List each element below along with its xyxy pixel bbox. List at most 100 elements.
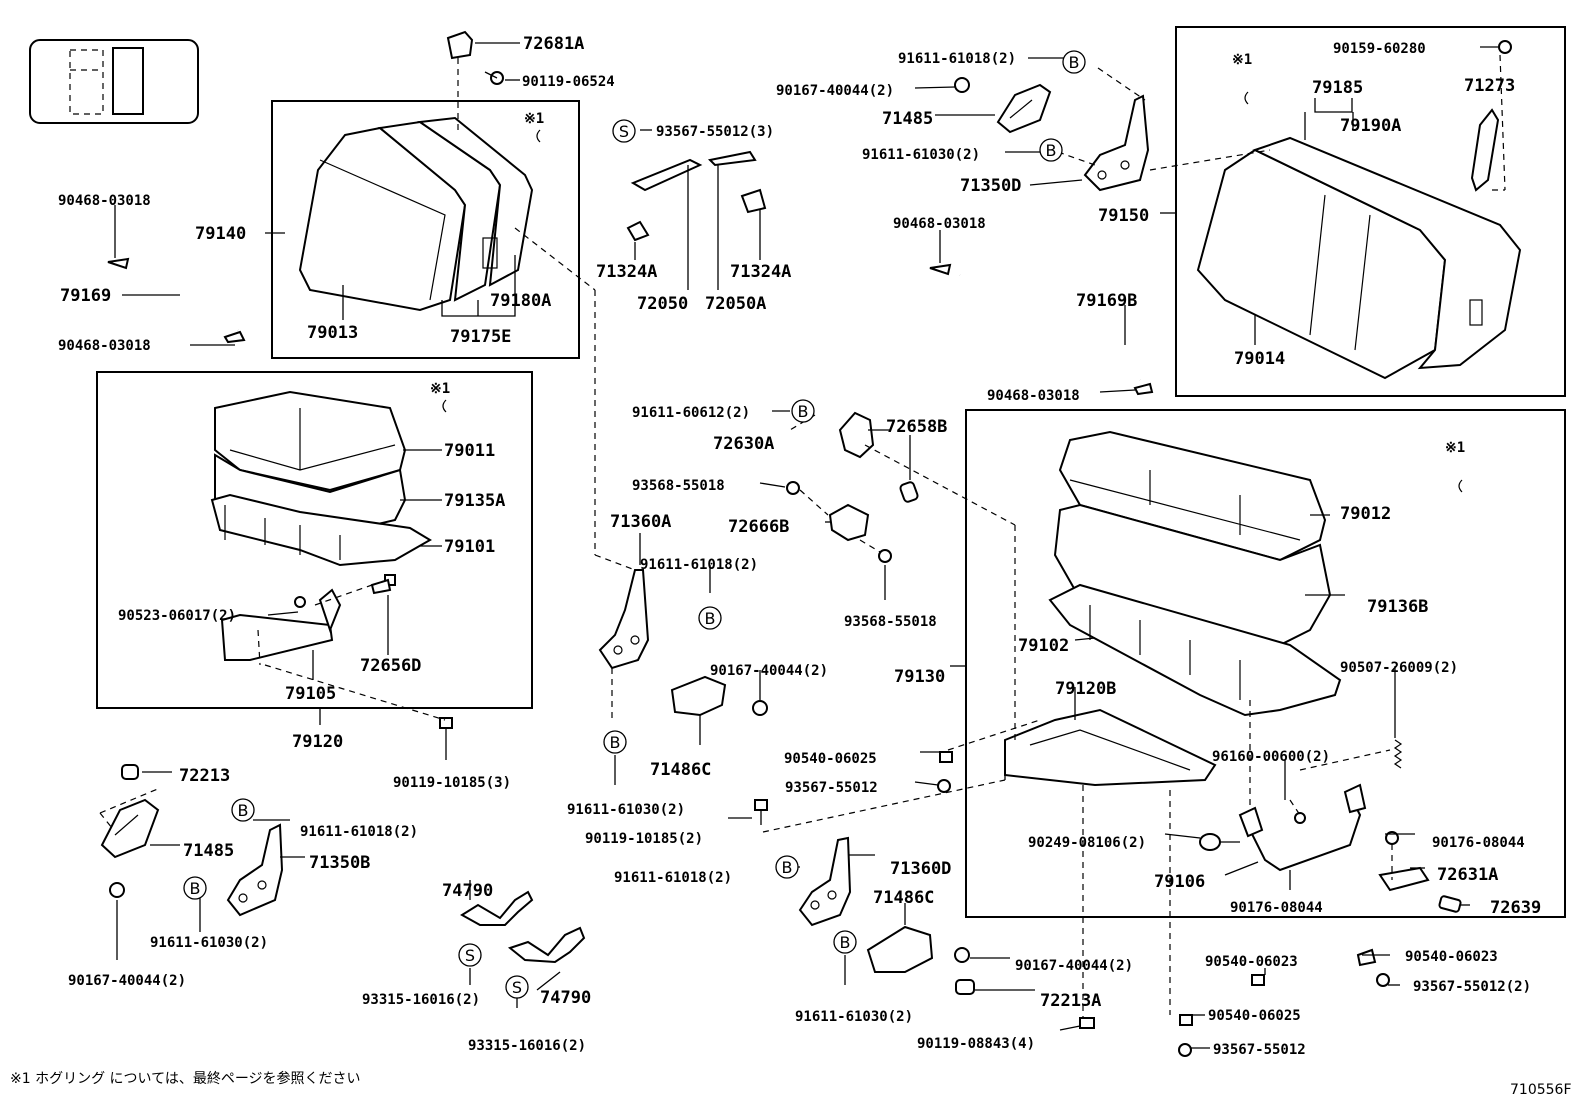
label-79140: 79140 bbox=[195, 224, 246, 244]
cushion-top-right-shape bbox=[1058, 430, 1327, 562]
label-90540-06023-a: 90540-06023 bbox=[1405, 949, 1498, 965]
bracket-74790-lower-shape bbox=[507, 926, 586, 964]
label-90468-03018-c: 90468-03018 bbox=[893, 216, 986, 232]
label-71324A-b: 71324A bbox=[730, 262, 791, 282]
label-90119-08843: 90119-08843(4) bbox=[917, 1036, 1035, 1052]
label-90167-40044-top: 90167-40044(2) bbox=[776, 83, 894, 99]
label-72213A: 72213A bbox=[1040, 991, 1101, 1011]
svg-text:※1: ※1 bbox=[1232, 52, 1252, 68]
label-93567-55012-2: 93567-55012(2) bbox=[1413, 979, 1531, 995]
svg-text:B: B bbox=[238, 801, 249, 820]
label-71350B: 71350B bbox=[309, 853, 370, 873]
label-71324A-a: 71324A bbox=[596, 262, 657, 282]
label-90119-10185-2: 90119-10185(2) bbox=[585, 831, 703, 847]
label-72658B: 72658B bbox=[886, 417, 947, 437]
diagram-code: 710556F bbox=[1510, 1082, 1572, 1098]
cushion-group-frame-left bbox=[96, 371, 533, 709]
label-90119-06524: 90119-06524 bbox=[522, 74, 615, 90]
svg-text:B: B bbox=[1046, 141, 1057, 160]
label-72630A: 72630A bbox=[713, 434, 774, 454]
label-90176-08044-b: 90176-08044 bbox=[1230, 900, 1323, 916]
label-90468-03018-d: 90468-03018 bbox=[987, 388, 1080, 404]
clip-72681A-shape bbox=[446, 30, 474, 60]
mark-b-1: B bbox=[1062, 50, 1086, 74]
label-90540-06025-a: 90540-06025 bbox=[784, 751, 877, 767]
svg-text:B: B bbox=[782, 858, 793, 877]
seatback-group-frame-right bbox=[1175, 26, 1566, 397]
label-72213: 72213 bbox=[179, 766, 230, 786]
label-79012: 79012 bbox=[1340, 504, 1391, 524]
label-93567-55012-a: 93567-55012 bbox=[785, 780, 878, 796]
label-91611-61018-mid: 91611-61018(2) bbox=[640, 557, 758, 573]
bracket-74790-upper-shape bbox=[460, 890, 534, 926]
label-71360A: 71360A bbox=[610, 512, 671, 532]
lock-72630A-shape bbox=[838, 411, 875, 459]
part-labels: 72681A 90119-06524 90468-03018 79140 791… bbox=[58, 34, 1541, 1058]
label-93315-16016-b: 93315-16016(2) bbox=[468, 1038, 586, 1054]
mark-s-1: S bbox=[612, 119, 636, 143]
label-79120B: 79120B bbox=[1055, 679, 1116, 699]
label-79011: 79011 bbox=[444, 441, 495, 461]
note-marker-4: ※1 bbox=[1445, 440, 1465, 493]
svg-text:B: B bbox=[610, 733, 621, 752]
label-71486C-b: 71486C bbox=[873, 888, 934, 908]
mark-b-9: B bbox=[833, 930, 857, 954]
label-71485-left: 71485 bbox=[183, 841, 234, 861]
hinge-71360A-shape bbox=[598, 569, 650, 670]
label-79013: 79013 bbox=[307, 323, 358, 343]
mark-b-3: B bbox=[791, 399, 815, 423]
label-90167-40044-bot: 90167-40044(2) bbox=[1015, 958, 1133, 974]
label-91611-61030-left: 91611-61030(2) bbox=[150, 935, 268, 951]
svg-text:※1: ※1 bbox=[524, 111, 544, 127]
label-79169: 79169 bbox=[60, 286, 111, 306]
mark-b-4: B bbox=[698, 606, 722, 630]
mark-b-5: B bbox=[603, 730, 627, 754]
svg-text:B: B bbox=[1069, 53, 1080, 72]
dashed-assembly-lines bbox=[99, 54, 1506, 1018]
seatback-group-frame-left bbox=[271, 100, 580, 359]
label-79105: 79105 bbox=[285, 684, 336, 704]
svg-text:S: S bbox=[619, 122, 629, 141]
cushion-frame-left-shape bbox=[210, 493, 432, 567]
seatback-right-shape bbox=[1196, 148, 1447, 380]
label-72050: 72050 bbox=[637, 294, 688, 314]
label-93567-55012-b: 93567-55012 bbox=[1213, 1042, 1306, 1058]
svg-text:B: B bbox=[190, 879, 201, 898]
vehicle-locator-icon bbox=[69, 47, 144, 115]
label-79102: 79102 bbox=[1018, 636, 1069, 656]
locator-frame bbox=[29, 39, 199, 124]
hinge-71360D-shape bbox=[798, 836, 852, 927]
strap-71273-shape bbox=[1470, 108, 1500, 192]
label-79135A: 79135A bbox=[444, 491, 505, 511]
bar-79106-shape bbox=[1244, 794, 1362, 872]
label-91611-61030-mid: 91611-61030(2) bbox=[567, 802, 685, 818]
label-72666B: 72666B bbox=[728, 517, 789, 537]
cushion-pad-right-shape bbox=[1053, 503, 1332, 647]
note-marker-3: ※1 bbox=[1232, 52, 1252, 105]
label-90249-08106: 90249-08106(2) bbox=[1028, 835, 1146, 851]
label-93568-55018-a: 93568-55018 bbox=[632, 478, 725, 494]
label-90468-03018-b: 90468-03018 bbox=[58, 338, 151, 354]
label-71273: 71273 bbox=[1464, 76, 1515, 96]
cover-71486C-lower-shape bbox=[866, 925, 934, 973]
hinge-71350B-shape bbox=[226, 823, 284, 917]
svg-text:S: S bbox=[512, 978, 522, 997]
hinge-71350D-shape bbox=[1083, 94, 1150, 192]
label-91611-61030-top: 91611-61030(2) bbox=[862, 147, 980, 163]
svg-text:※1: ※1 bbox=[430, 381, 450, 397]
label-79180A: 79180A bbox=[490, 291, 551, 311]
label-79150: 79150 bbox=[1098, 206, 1149, 226]
cover-71486C-center-shape bbox=[670, 675, 727, 717]
spring-90507-shape bbox=[1393, 739, 1403, 769]
label-79136B: 79136B bbox=[1367, 597, 1428, 617]
label-90540-06025-b: 90540-06025 bbox=[1208, 1008, 1301, 1024]
mark-b-6: B bbox=[231, 798, 255, 822]
svg-text:B: B bbox=[705, 609, 716, 628]
frame-79120B-shape bbox=[1004, 708, 1217, 787]
label-72681A: 72681A bbox=[523, 34, 584, 54]
label-90540-06023-b: 90540-06023 bbox=[1205, 954, 1298, 970]
label-74790-a: 74790 bbox=[442, 881, 493, 901]
bracket-79105-shape bbox=[220, 613, 334, 661]
label-90176-08044-a: 90176-08044 bbox=[1432, 835, 1525, 851]
